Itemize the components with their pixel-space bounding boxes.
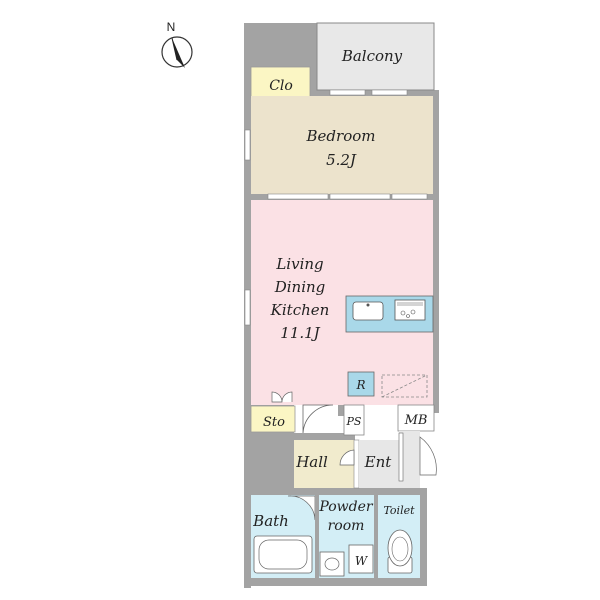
powder-room-line2: room: [328, 518, 365, 534]
bedroom-sliding-door: [391, 193, 428, 200]
toilet-room: Toilet: [374, 495, 420, 578]
pipe-space: PS: [343, 404, 365, 436]
bedroom-size: 5.2J: [326, 151, 357, 169]
entrance-door: [398, 432, 404, 482]
bath-label: Bath: [252, 512, 289, 530]
hall-step: [353, 439, 360, 489]
bedroom-sliding-door: [329, 193, 391, 200]
bedroom-name: Bedroom: [306, 127, 376, 145]
powder-room-line1: Powder: [318, 499, 374, 515]
washer-label: W: [355, 554, 369, 568]
bedroom-window: [329, 89, 366, 96]
living-dining-kitchen: Living Dining Kitchen 11.1J R: [244, 200, 434, 405]
compass-north-label: N: [167, 20, 176, 34]
closet: Clo: [250, 66, 311, 106]
entrance-door-swing: [419, 436, 437, 476]
powder-room: Powder room W: [315, 495, 374, 578]
meter-box: MB: [397, 404, 435, 432]
bedroom: Bedroom 5.2J: [244, 89, 433, 200]
compass-needle-icon: [172, 38, 185, 68]
north-compass: N: [161, 20, 193, 68]
pipe-space-label: PS: [346, 415, 362, 428]
bedroom-side-window: [244, 129, 251, 161]
ldk-door-swing: [302, 404, 334, 434]
balcony-label: Balcony: [341, 47, 403, 65]
refrigerator-label: R: [355, 378, 365, 392]
toilet-label: Toilet: [383, 504, 415, 517]
hall-label: Hall: [295, 453, 328, 471]
meter-box-label: MB: [404, 413, 428, 428]
hall-door-swing: [339, 449, 355, 466]
balcony: Balcony: [316, 22, 435, 91]
ldk-size: 11.1J: [280, 324, 320, 342]
entrance: Ent: [359, 431, 437, 488]
washer: [348, 544, 374, 574]
closet-label: Clo: [269, 78, 293, 94]
refrigerator: [347, 371, 375, 397]
ldk-side-window: [244, 289, 251, 326]
entrance-label: Ent: [364, 453, 393, 471]
storage: Sto: [250, 391, 296, 433]
storage-label: Sto: [263, 415, 285, 430]
bedroom-sliding-door: [267, 193, 329, 200]
ldk-line-dining: Dining: [274, 278, 326, 296]
kitchen-sink-icon: [352, 301, 384, 321]
kitchen-cabinet: [381, 374, 428, 398]
ldk-line-kitchen: Kitchen: [270, 301, 330, 319]
bathroom: Bath: [251, 495, 316, 578]
ldk-line-living: Living: [275, 255, 323, 273]
hall: Hall: [294, 439, 360, 489]
bath-door-swing: [287, 495, 316, 521]
bedroom-window: [371, 89, 408, 96]
